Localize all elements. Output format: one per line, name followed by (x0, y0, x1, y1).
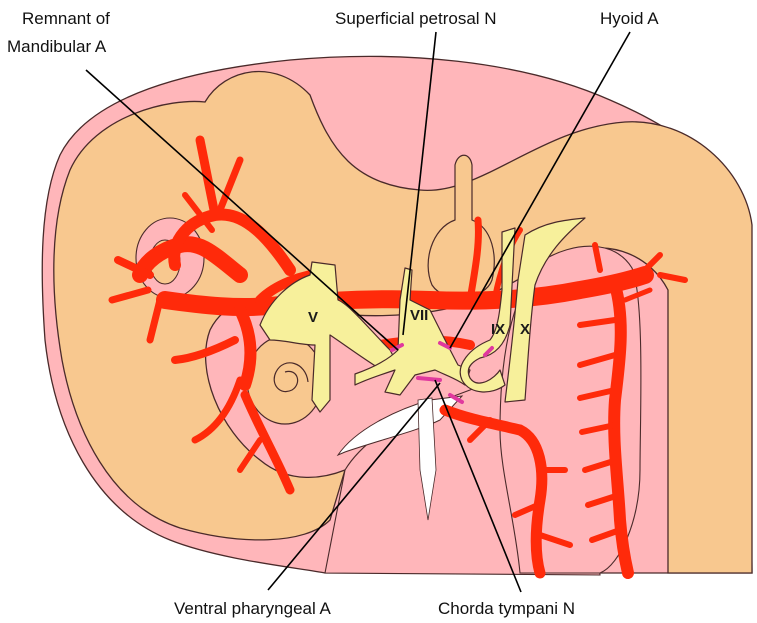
label-hyoid-a: Hyoid A (600, 9, 659, 28)
label-superficial-petrosal-n: Superficial petrosal N (335, 9, 497, 28)
nerve-numeral-ix: IX (491, 321, 505, 338)
nerve-numeral-vii: VII (410, 307, 428, 324)
label-remnant-of: Remnant of (22, 9, 110, 28)
nerve-numeral-v: V (308, 309, 318, 326)
label-chorda-tympani-n: Chorda tympani N (438, 599, 575, 618)
label-ventral-pharyngeal-a: Ventral pharyngeal A (174, 599, 332, 618)
highlight-3 (418, 378, 440, 380)
label-mandibular-a: Mandibular A (7, 37, 107, 56)
otic-vesicle (247, 336, 323, 424)
nerve-numeral-x: X (520, 321, 530, 338)
